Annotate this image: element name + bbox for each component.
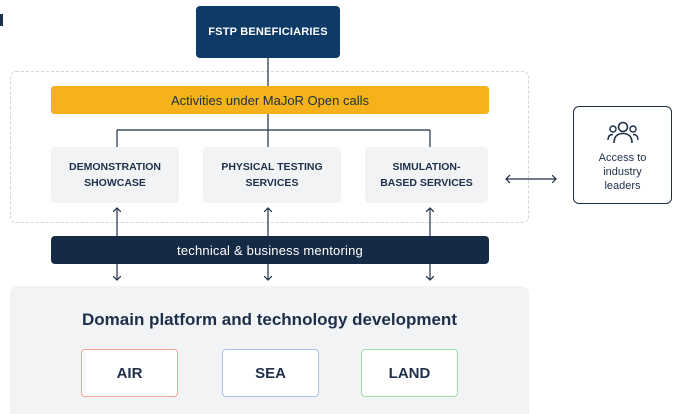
- people-group-icon: [607, 121, 639, 144]
- domain-panel: Domain platform and technology developme…: [10, 286, 529, 414]
- domain-box-land: LAND: [361, 349, 458, 397]
- access-label: Access to industry leaders: [598, 152, 647, 192]
- domain-title: Domain platform and technology developme…: [82, 310, 457, 329]
- domain-label: AIR: [116, 364, 143, 382]
- activities-bar: Activities under MaJoR Open calls: [51, 86, 489, 114]
- mentoring-bar: technical & business mentoring: [51, 236, 489, 264]
- service-label: PHYSICAL TESTING SERVICES: [221, 161, 323, 189]
- mentoring-label: technical & business mentoring: [177, 242, 363, 258]
- service-demonstration-showcase: DEMONSTRATION SHOWCASE: [51, 147, 179, 203]
- domain-label: LAND: [388, 364, 431, 382]
- domain-label: SEA: [255, 364, 286, 382]
- fstp-beneficiaries-box: FSTP BENEFICIARIES: [196, 6, 340, 58]
- service-physical-testing: PHYSICAL TESTING SERVICES: [203, 147, 341, 203]
- open-calls-frame: [10, 71, 529, 223]
- corner-mark: [0, 14, 3, 26]
- fstp-beneficiaries-label: FSTP BENEFICIARIES: [208, 26, 328, 38]
- service-simulation-based: SIMULATION- BASED SERVICES: [365, 147, 488, 203]
- access-industry-leaders-box: Access to industry leaders: [573, 106, 672, 204]
- activities-label: Activities under MaJoR Open calls: [171, 92, 369, 108]
- domain-box-air: AIR: [81, 349, 178, 397]
- domain-box-sea: SEA: [222, 349, 319, 397]
- service-label: DEMONSTRATION SHOWCASE: [69, 161, 161, 189]
- service-label: SIMULATION- BASED SERVICES: [380, 161, 473, 189]
